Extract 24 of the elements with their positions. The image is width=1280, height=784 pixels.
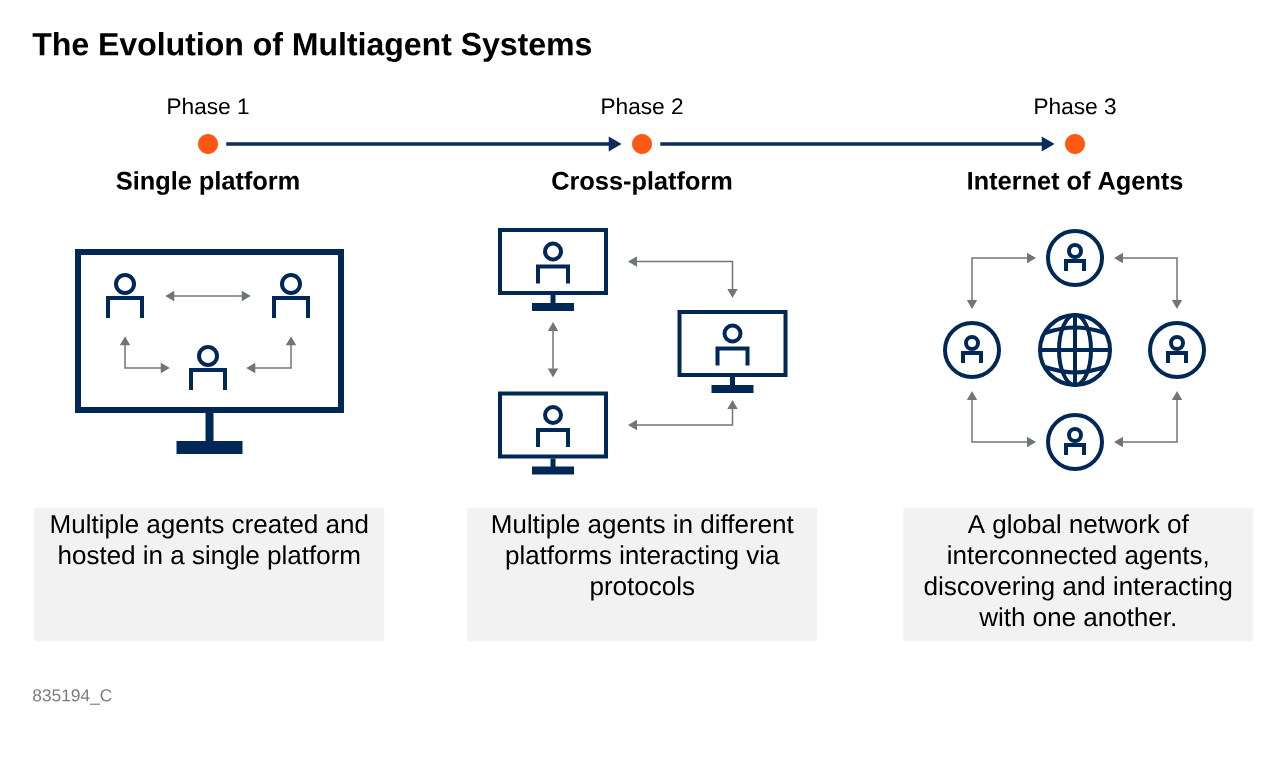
person-icon	[189, 345, 227, 390]
monitor-icon	[498, 391, 608, 475]
monitor-icon	[498, 228, 608, 311]
agent-circle-icon	[1046, 229, 1104, 287]
figure-id: 835194_C	[33, 689, 112, 705]
arrow	[628, 256, 738, 298]
title: The Evolution of Multiagent Systems	[32, 32, 591, 62]
phase-label: Phase 2	[602, 97, 683, 115]
phase-heading: Single platform	[116, 171, 299, 195]
agent-circle-icon	[1148, 321, 1206, 379]
monitor-icon	[677, 310, 788, 393]
description-box: Multiple agents in different platforms interacting via protocols	[467, 508, 818, 642]
phase-heading: Internet of Agents	[968, 171, 1183, 195]
phase-label: Phase 1	[168, 97, 249, 115]
person-icon	[272, 273, 310, 318]
agent-circle-icon	[943, 321, 1001, 379]
phase-heading: Cross-platform	[552, 171, 732, 195]
agent-circle-icon	[1046, 413, 1104, 471]
description-box: A global network of interconnected agents, discovering and interacting with one another.	[903, 508, 1254, 642]
monitor-drawing	[75, 249, 344, 454]
person-icon	[106, 273, 144, 318]
phase-label: Phase 3	[1035, 97, 1116, 115]
arrow	[628, 400, 738, 431]
description-box: Multiple agents created and hosted in a single platform	[34, 508, 385, 642]
